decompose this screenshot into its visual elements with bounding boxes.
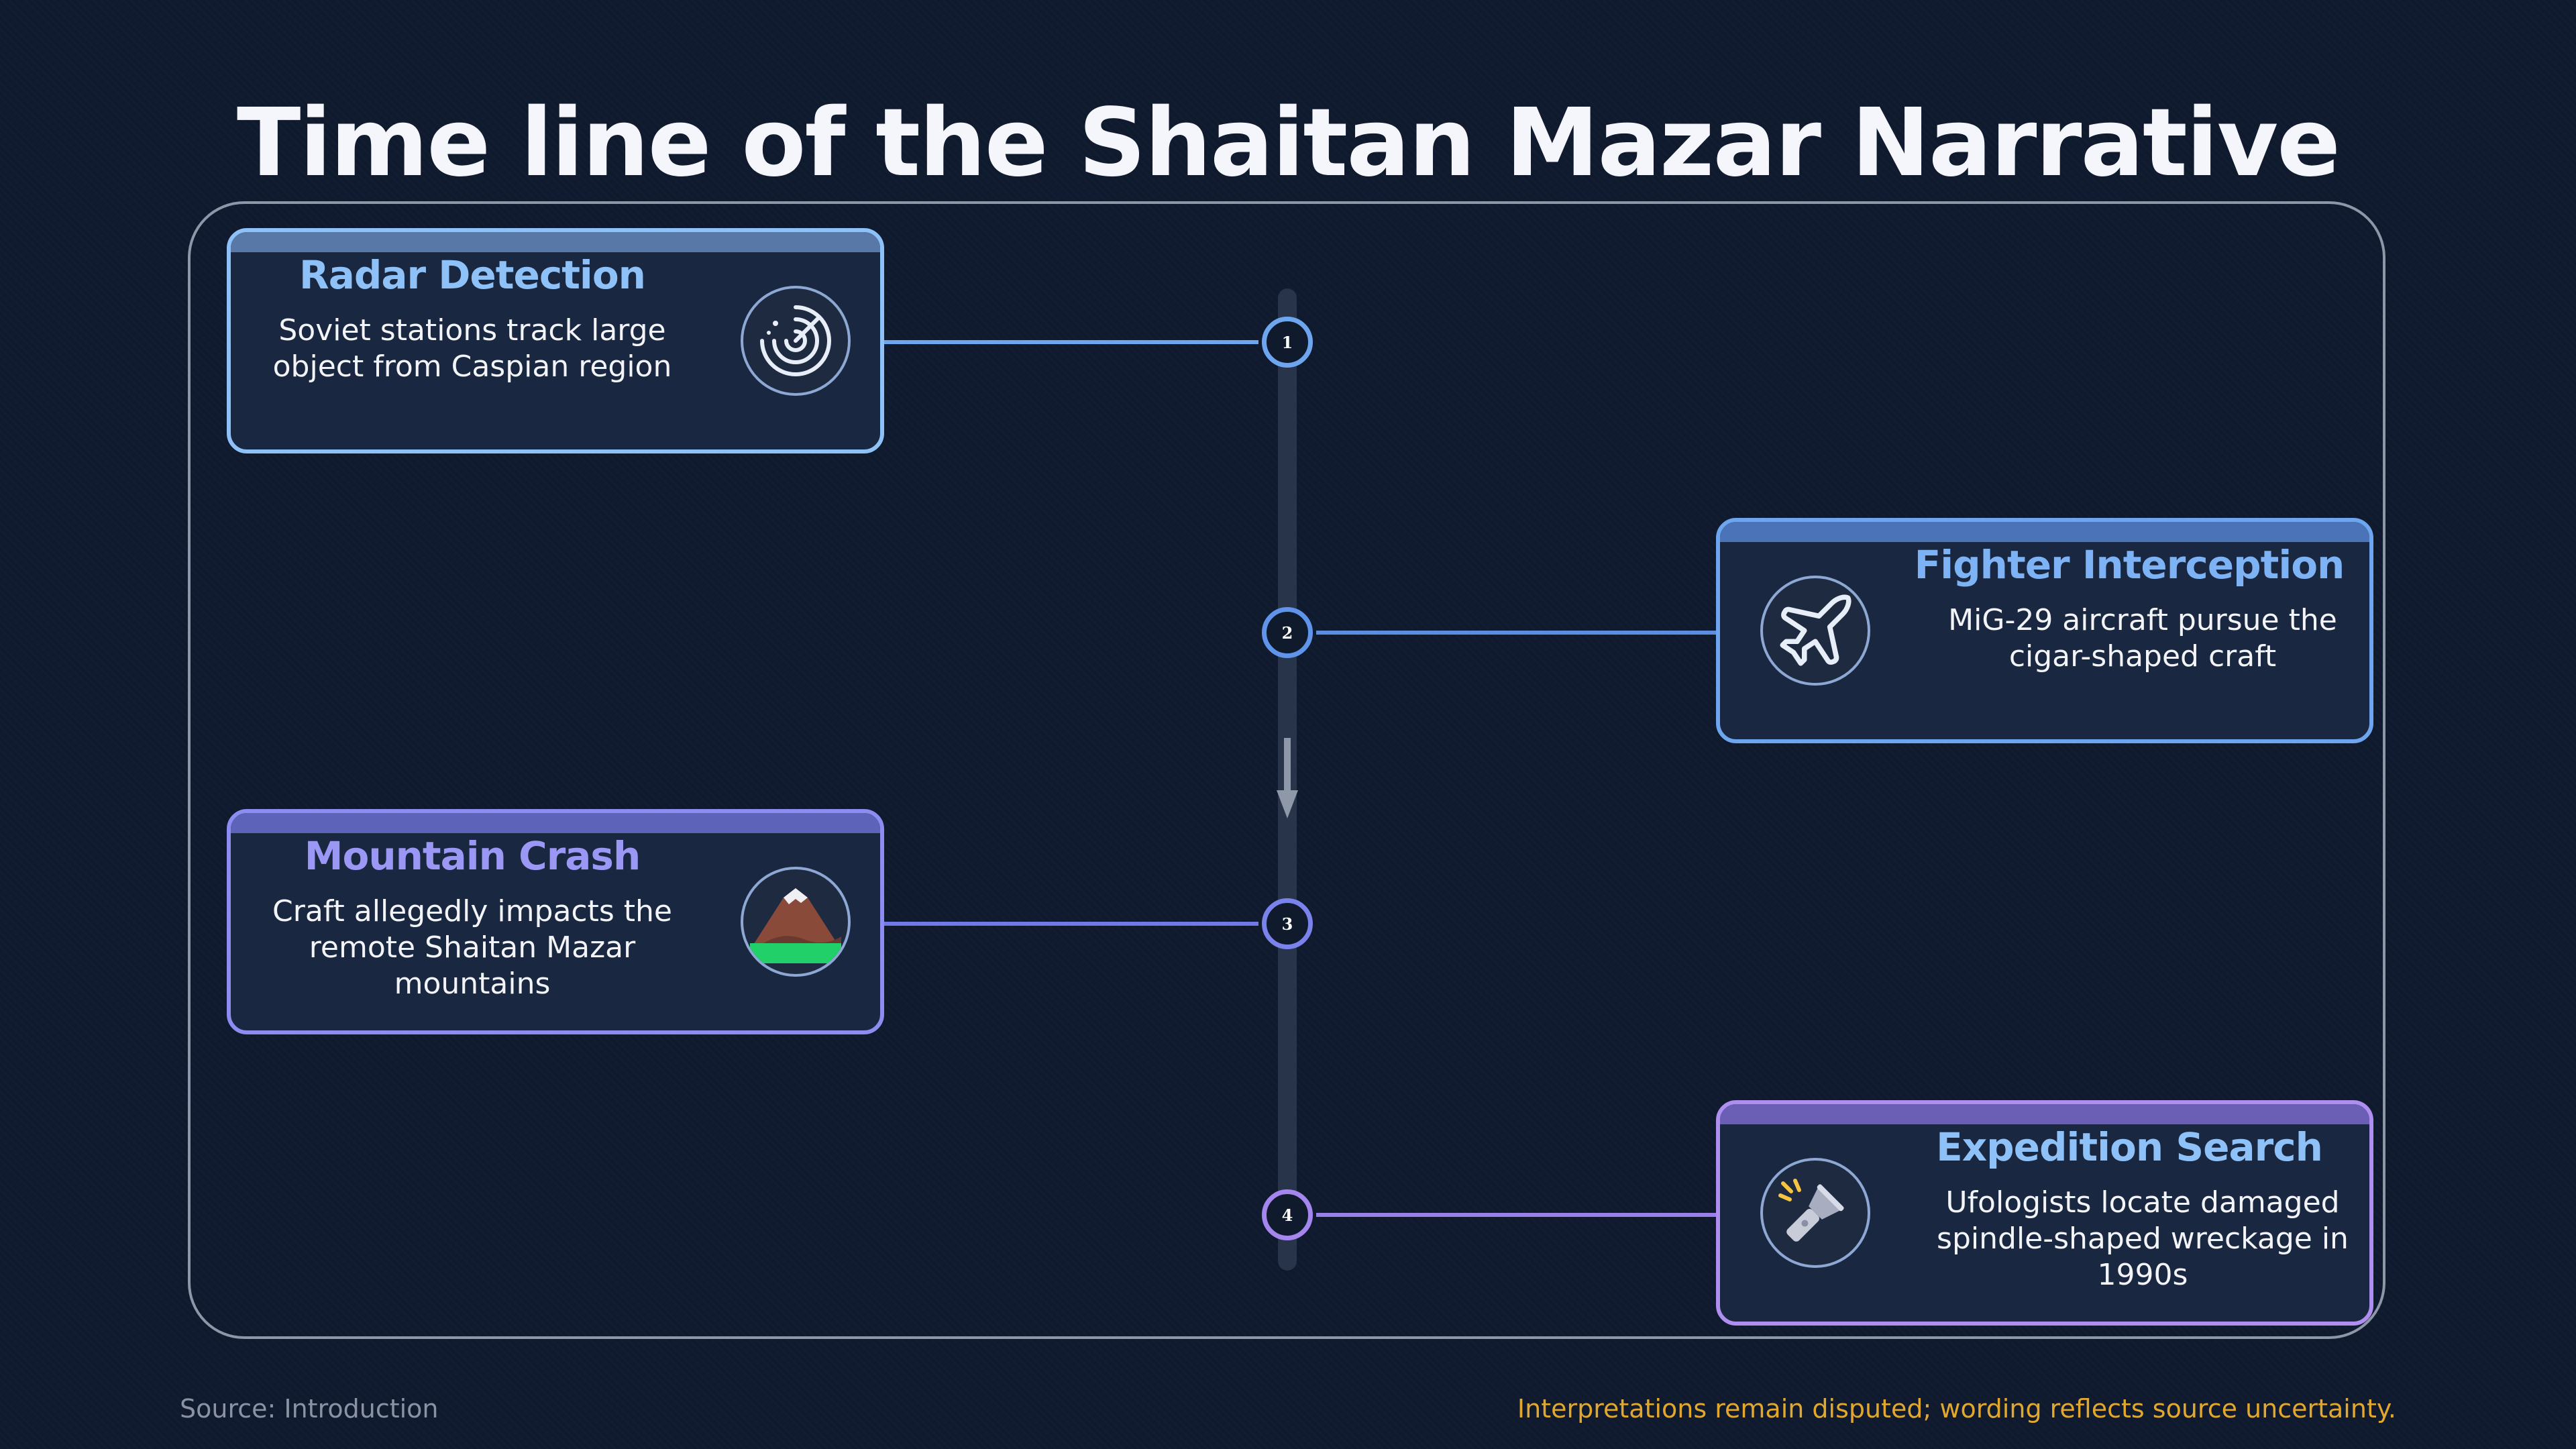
card-band xyxy=(231,813,880,833)
airplane-icon xyxy=(1760,576,1870,686)
event-card-radar-detection: Radar Detection Soviet stations track la… xyxy=(227,228,884,453)
radar-icon xyxy=(741,286,851,396)
disclaimer-note: Interpretations remain disputed; wording… xyxy=(1517,1394,2396,1424)
card-band xyxy=(1720,1104,2369,1124)
timeline-arrow-shaft xyxy=(1284,738,1291,792)
event-description: Craft allegedly impacts the remote Shait… xyxy=(272,894,672,1001)
timeline-node-2: 2 xyxy=(1262,607,1313,658)
event-description: Soviet stations track large object from … xyxy=(272,313,672,384)
event-description: Ufologists locate damaged spindle-shaped… xyxy=(1937,1185,2349,1292)
page-title: Time line of the Shaitan Mazar Narrative xyxy=(236,89,2341,198)
timeline-frame xyxy=(188,201,2385,1339)
timeline-node-4: 4 xyxy=(1262,1189,1313,1240)
connector-2 xyxy=(1316,631,1719,635)
timeline-node-1: 1 xyxy=(1262,317,1313,368)
connector-4 xyxy=(1316,1213,1719,1217)
flashlight-icon xyxy=(1760,1158,1870,1268)
connector-3 xyxy=(884,922,1258,926)
timeline-node-3: 3 xyxy=(1262,898,1313,949)
event-description: MiG-29 aircraft pursue the cigar-shaped … xyxy=(1948,603,2337,674)
event-title: Fighter Interception xyxy=(1914,542,2345,588)
event-title: Expedition Search xyxy=(1936,1124,2323,1170)
event-card-expedition-search: Expedition Search Ufologists locate dama… xyxy=(1716,1100,2373,1326)
mountain-icon xyxy=(741,867,851,977)
event-title: Mountain Crash xyxy=(304,833,641,879)
card-band xyxy=(1720,522,2369,542)
event-card-fighter-interception: Fighter Interception MiG-29 aircraft pur… xyxy=(1716,518,2373,743)
card-band xyxy=(231,232,880,252)
source-note: Source: Introduction xyxy=(180,1394,439,1424)
event-card-mountain-crash: Mountain Crash Craft allegedly impacts t… xyxy=(227,809,884,1034)
connector-1 xyxy=(884,340,1258,344)
timeline-arrow-head xyxy=(1277,790,1298,818)
event-title: Radar Detection xyxy=(299,252,646,298)
